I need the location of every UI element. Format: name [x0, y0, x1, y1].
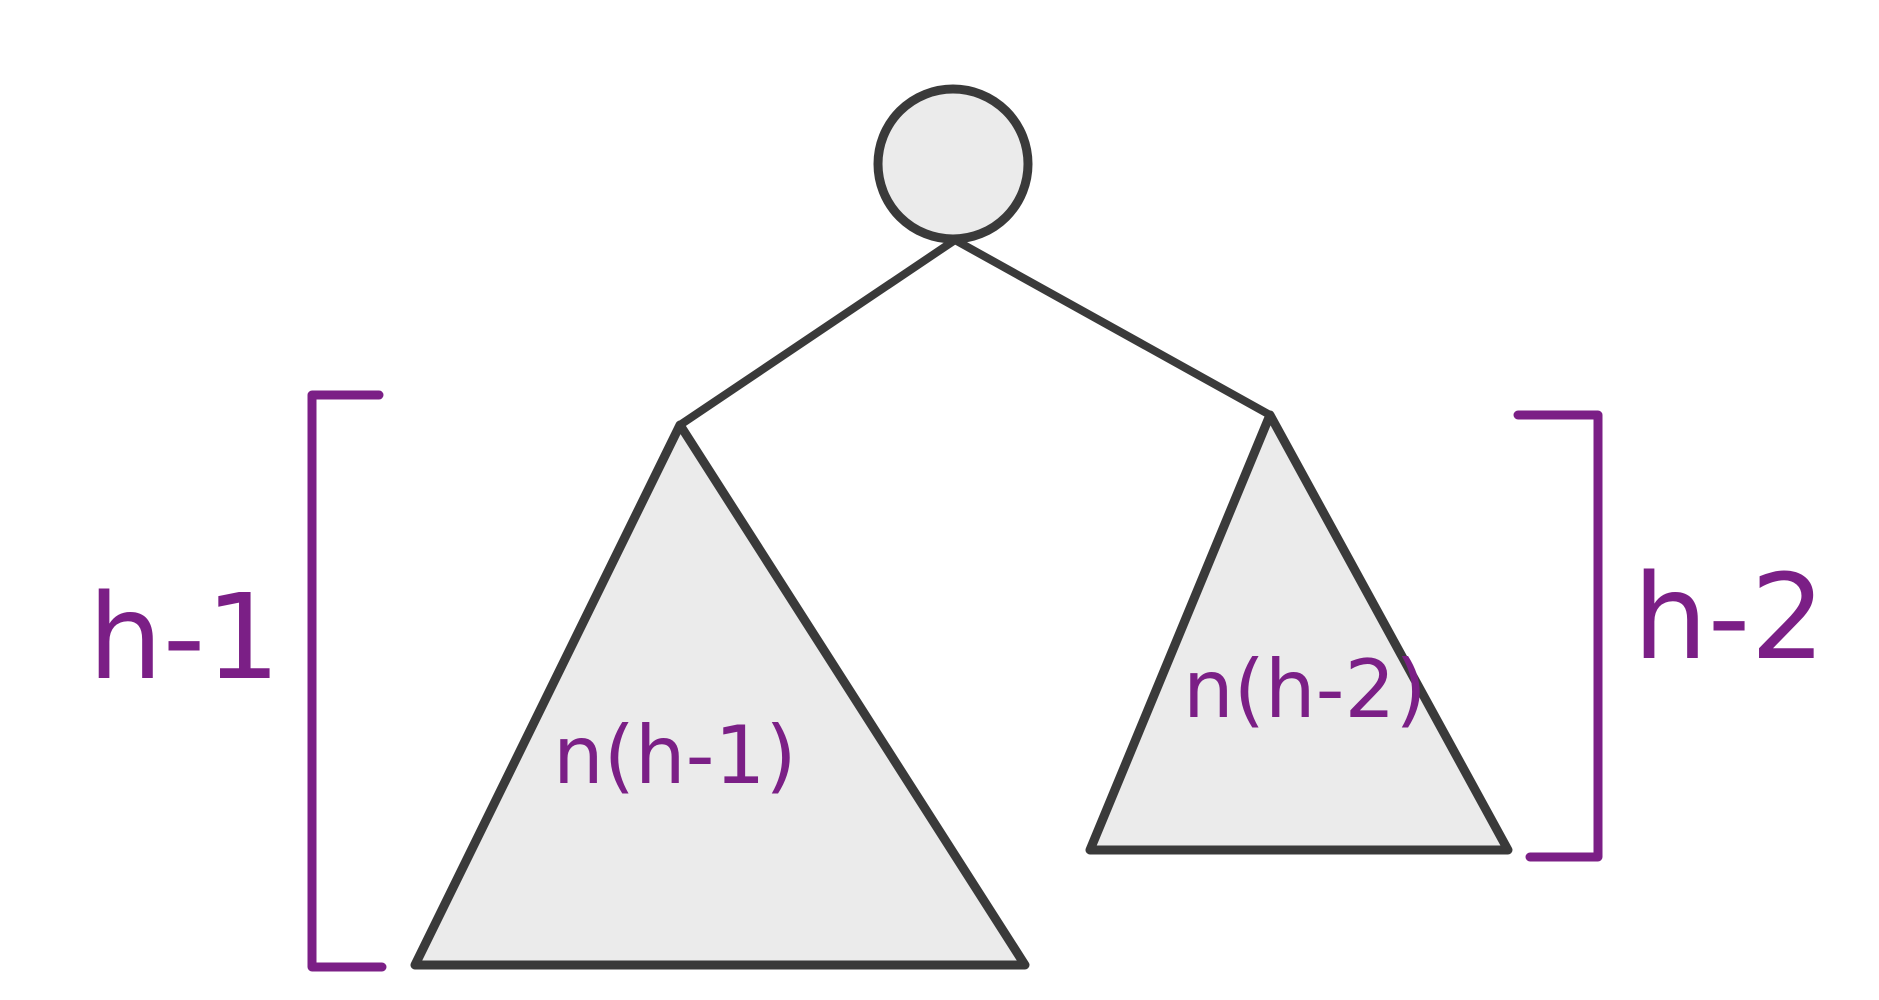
- left-subtree-label: n(h-1): [553, 709, 797, 802]
- root-node: [873, 84, 1033, 244]
- right-height-label: h-2: [1633, 548, 1825, 686]
- edge-root-right: [951, 236, 1274, 419]
- left-height-label: h-1: [88, 568, 280, 706]
- left-height-bracket: [307, 390, 387, 972]
- edge-root-left: [676, 236, 959, 429]
- left-subtree-triangle: [410, 420, 1030, 970]
- right-subtree-label: n(h-2): [1183, 643, 1427, 736]
- right-subtree-triangle: [1085, 410, 1513, 855]
- right-height-bracket: [1513, 410, 1603, 862]
